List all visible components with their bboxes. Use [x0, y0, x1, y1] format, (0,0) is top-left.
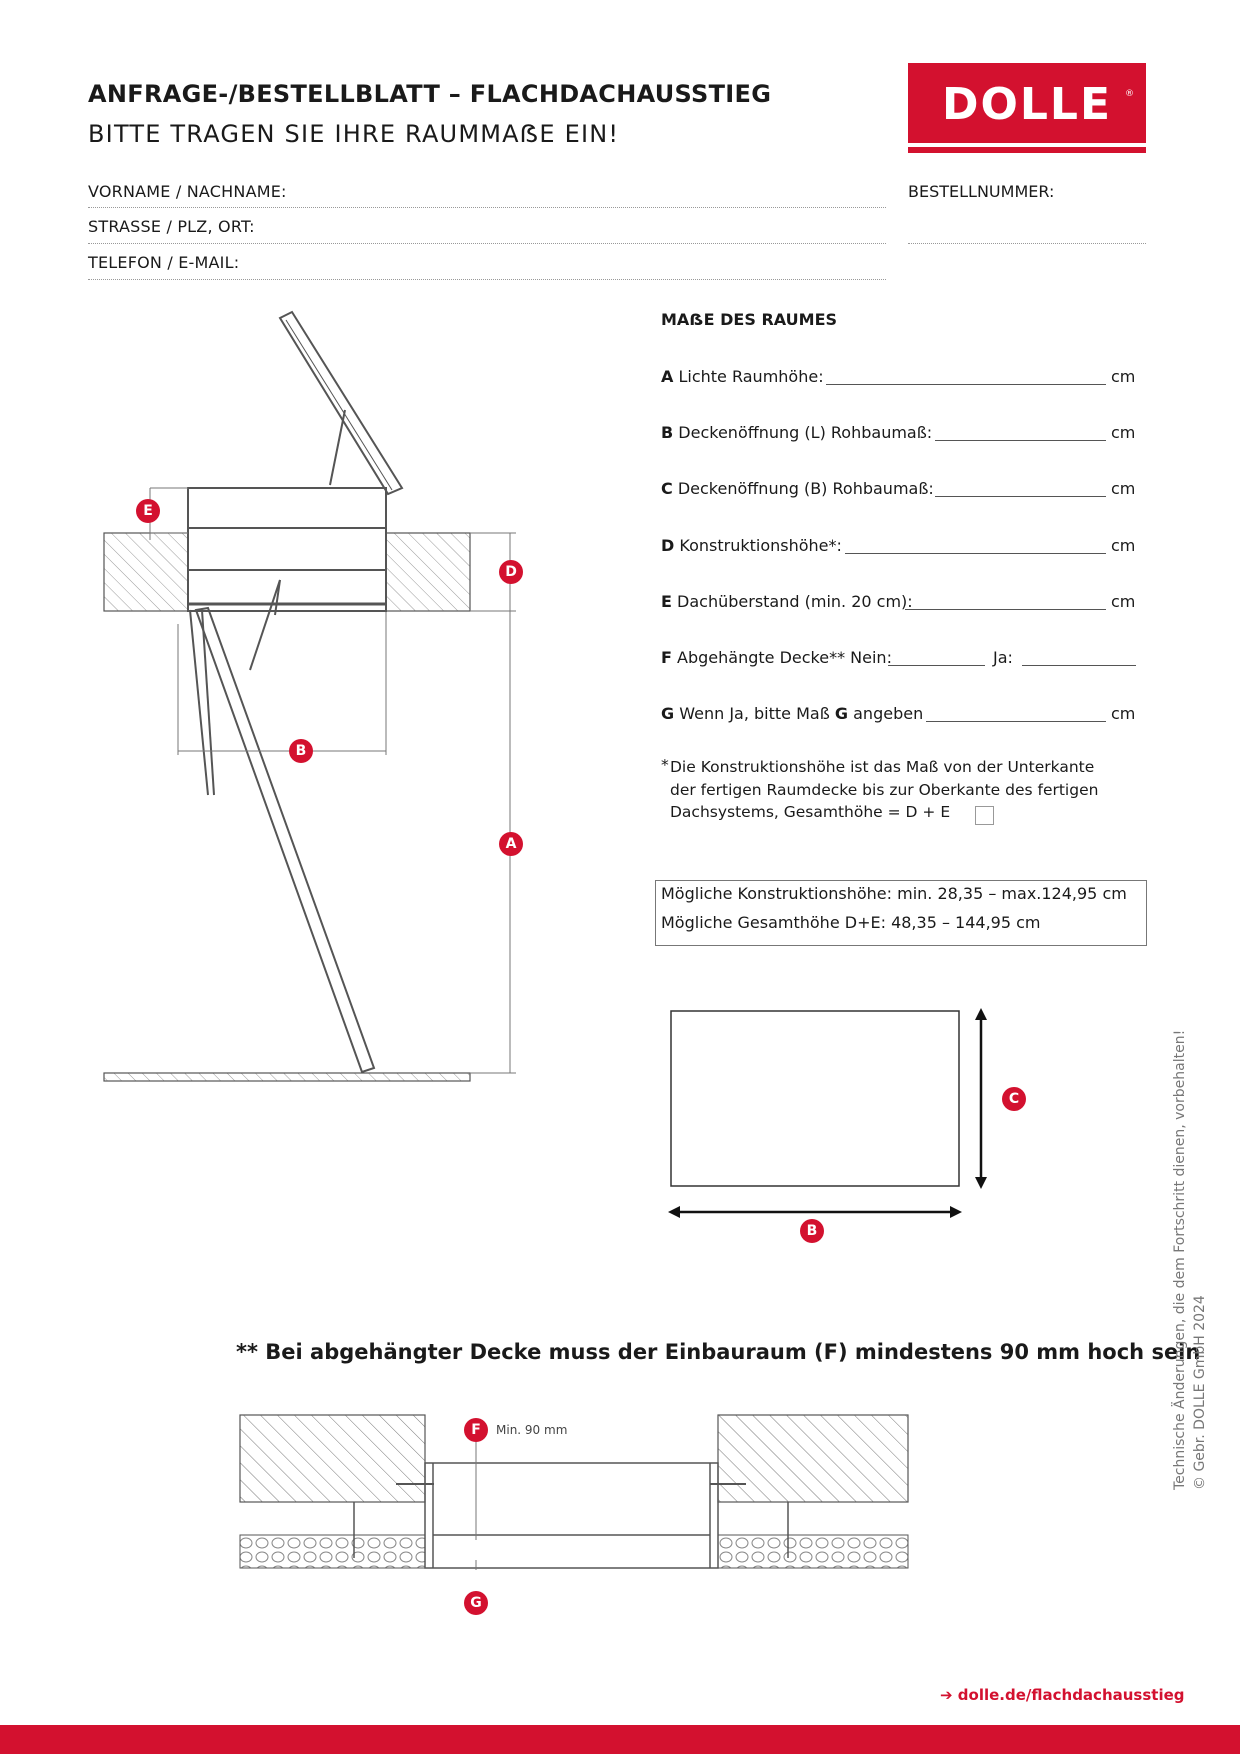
construction-height-note: Die Konstruktionshöhe ist das Maß von de…	[670, 758, 1099, 821]
ladder-diagram	[103, 310, 516, 1082]
label-f-badge: F	[464, 1418, 488, 1442]
measurement-input-b[interactable]	[935, 439, 1106, 441]
logo-text: DOLLE	[941, 79, 1113, 130]
measurement-row-f: F Abgehängte Decke** Nein:	[661, 648, 892, 667]
measurement-input-d[interactable]	[845, 552, 1106, 554]
min-height-label: Min. 90 mm	[496, 1423, 568, 1437]
suspended-yes-input[interactable]	[1022, 664, 1136, 666]
address-field[interactable]	[88, 242, 886, 244]
label-e-badge: E	[136, 499, 160, 523]
contact-field[interactable]	[88, 278, 886, 280]
possible-heights-box	[655, 880, 1147, 946]
possible-construction-height: Mögliche Konstruktionshöhe: min. 28,35 –…	[661, 884, 1127, 903]
measurement-letter: F	[661, 648, 672, 667]
footer-website-link[interactable]: ➔ dolle.de/flachdachausstieg	[940, 1686, 1185, 1704]
measurement-letter: G	[661, 704, 675, 723]
measurement-row-e: E Dachüberstand (min. 20 cm):	[661, 592, 913, 611]
side-note-line1: Technische Änderungen, die dem Fortschri…	[1172, 1029, 1188, 1490]
address-field-label: STRASSE / PLZ, ORT:	[88, 217, 255, 236]
measurement-input-g[interactable]	[926, 720, 1106, 722]
measurement-letter: A	[661, 367, 674, 386]
page-subtitle: BITTE TRAGEN SIE IHRE RAUMMAẞE EIN!	[88, 120, 620, 148]
measurement-input-c[interactable]	[935, 495, 1106, 497]
measurement-letter: E	[661, 592, 672, 611]
unit-label: cm	[1111, 423, 1136, 442]
unit-label: cm	[1111, 479, 1136, 498]
label-d-badge: D	[499, 560, 523, 584]
label-a-badge: A	[499, 832, 523, 856]
measurement-letter: B	[661, 423, 674, 442]
suspended-no-input[interactable]	[888, 664, 985, 666]
order-number-label: BESTELLNUMMER:	[908, 182, 1055, 201]
side-note-line2: © Gebr. DOLLE GmbH 2024	[1192, 1295, 1208, 1490]
label-b-badge: B	[800, 1219, 824, 1243]
footer-bar	[0, 1725, 1240, 1754]
unit-label: cm	[1111, 592, 1136, 611]
page-title: ANFRAGE-/BESTELLBLATT – FLACHDACHAUSSTIE…	[88, 80, 772, 108]
note-asterisk: *	[661, 756, 669, 774]
name-field[interactable]	[88, 206, 886, 208]
measurement-row-c: C Deckenöffnung (B) Rohbaumaß:	[661, 479, 934, 498]
measurement-label: Abgehängte Decke** Nein:	[677, 648, 892, 667]
unit-label: cm	[1111, 367, 1136, 386]
measurement-label: Deckenöffnung (B) Rohbaumaß:	[677, 479, 934, 498]
suspended-yes-label: Ja:	[993, 648, 1013, 667]
side-legal-note: Technische Änderungen, die dem Fortschri…	[1170, 1030, 1210, 1490]
logo-stripe	[908, 143, 1146, 147]
measurement-label: Dachüberstand (min. 20 cm):	[677, 592, 913, 611]
measurement-letter-inline: G	[834, 704, 849, 723]
measurement-letter: C	[661, 479, 673, 498]
measurement-input-a[interactable]	[826, 383, 1106, 385]
dolle-logo: DOLLE ®	[908, 63, 1146, 153]
suspended-ceiling-note: ** Bei abgehängter Decke muss der Einbau…	[236, 1340, 1201, 1364]
label-c-badge: C	[1002, 1087, 1026, 1111]
measurement-row-b: B Deckenöffnung (L) Rohbaumaß:	[661, 423, 932, 442]
note-checkbox[interactable]	[975, 806, 994, 825]
possible-total-height: Mögliche Gesamthöhe D+E: 48,35 – 144,95 …	[661, 913, 1041, 932]
name-field-label: VORNAME / NACHNAME:	[88, 182, 287, 201]
order-number-field[interactable]	[908, 242, 1146, 244]
label-b-badge: B	[289, 739, 313, 763]
measurement-label: Konstruktionshöhe*:	[679, 536, 842, 555]
measurement-label-post: angeben	[853, 704, 924, 723]
suspended-ceiling-diagram	[239, 1414, 909, 1570]
measurement-input-e[interactable]	[905, 608, 1106, 610]
measurement-label: Deckenöffnung (L) Rohbaumaß:	[678, 423, 933, 442]
measurement-label: Lichte Raumhöhe:	[678, 367, 824, 386]
measurements-title: MAẞE DES RAUMES	[661, 310, 838, 329]
label-g-badge: G	[464, 1591, 488, 1615]
unit-label: cm	[1111, 536, 1136, 555]
measurement-row-g: G Wenn Ja, bitte Maß G angeben	[661, 704, 923, 723]
measurement-label: Wenn Ja, bitte Maß	[679, 704, 830, 723]
opening-plan-diagram	[668, 1008, 987, 1218]
measurement-row-a: A Lichte Raumhöhe:	[661, 367, 824, 386]
measurement-row-d: D Konstruktionshöhe*:	[661, 536, 842, 555]
measurement-letter: D	[661, 536, 675, 555]
logo-registered-mark: ®	[1125, 89, 1134, 99]
unit-label: cm	[1111, 704, 1136, 723]
contact-field-label: TELEFON / E-MAIL:	[88, 253, 240, 272]
